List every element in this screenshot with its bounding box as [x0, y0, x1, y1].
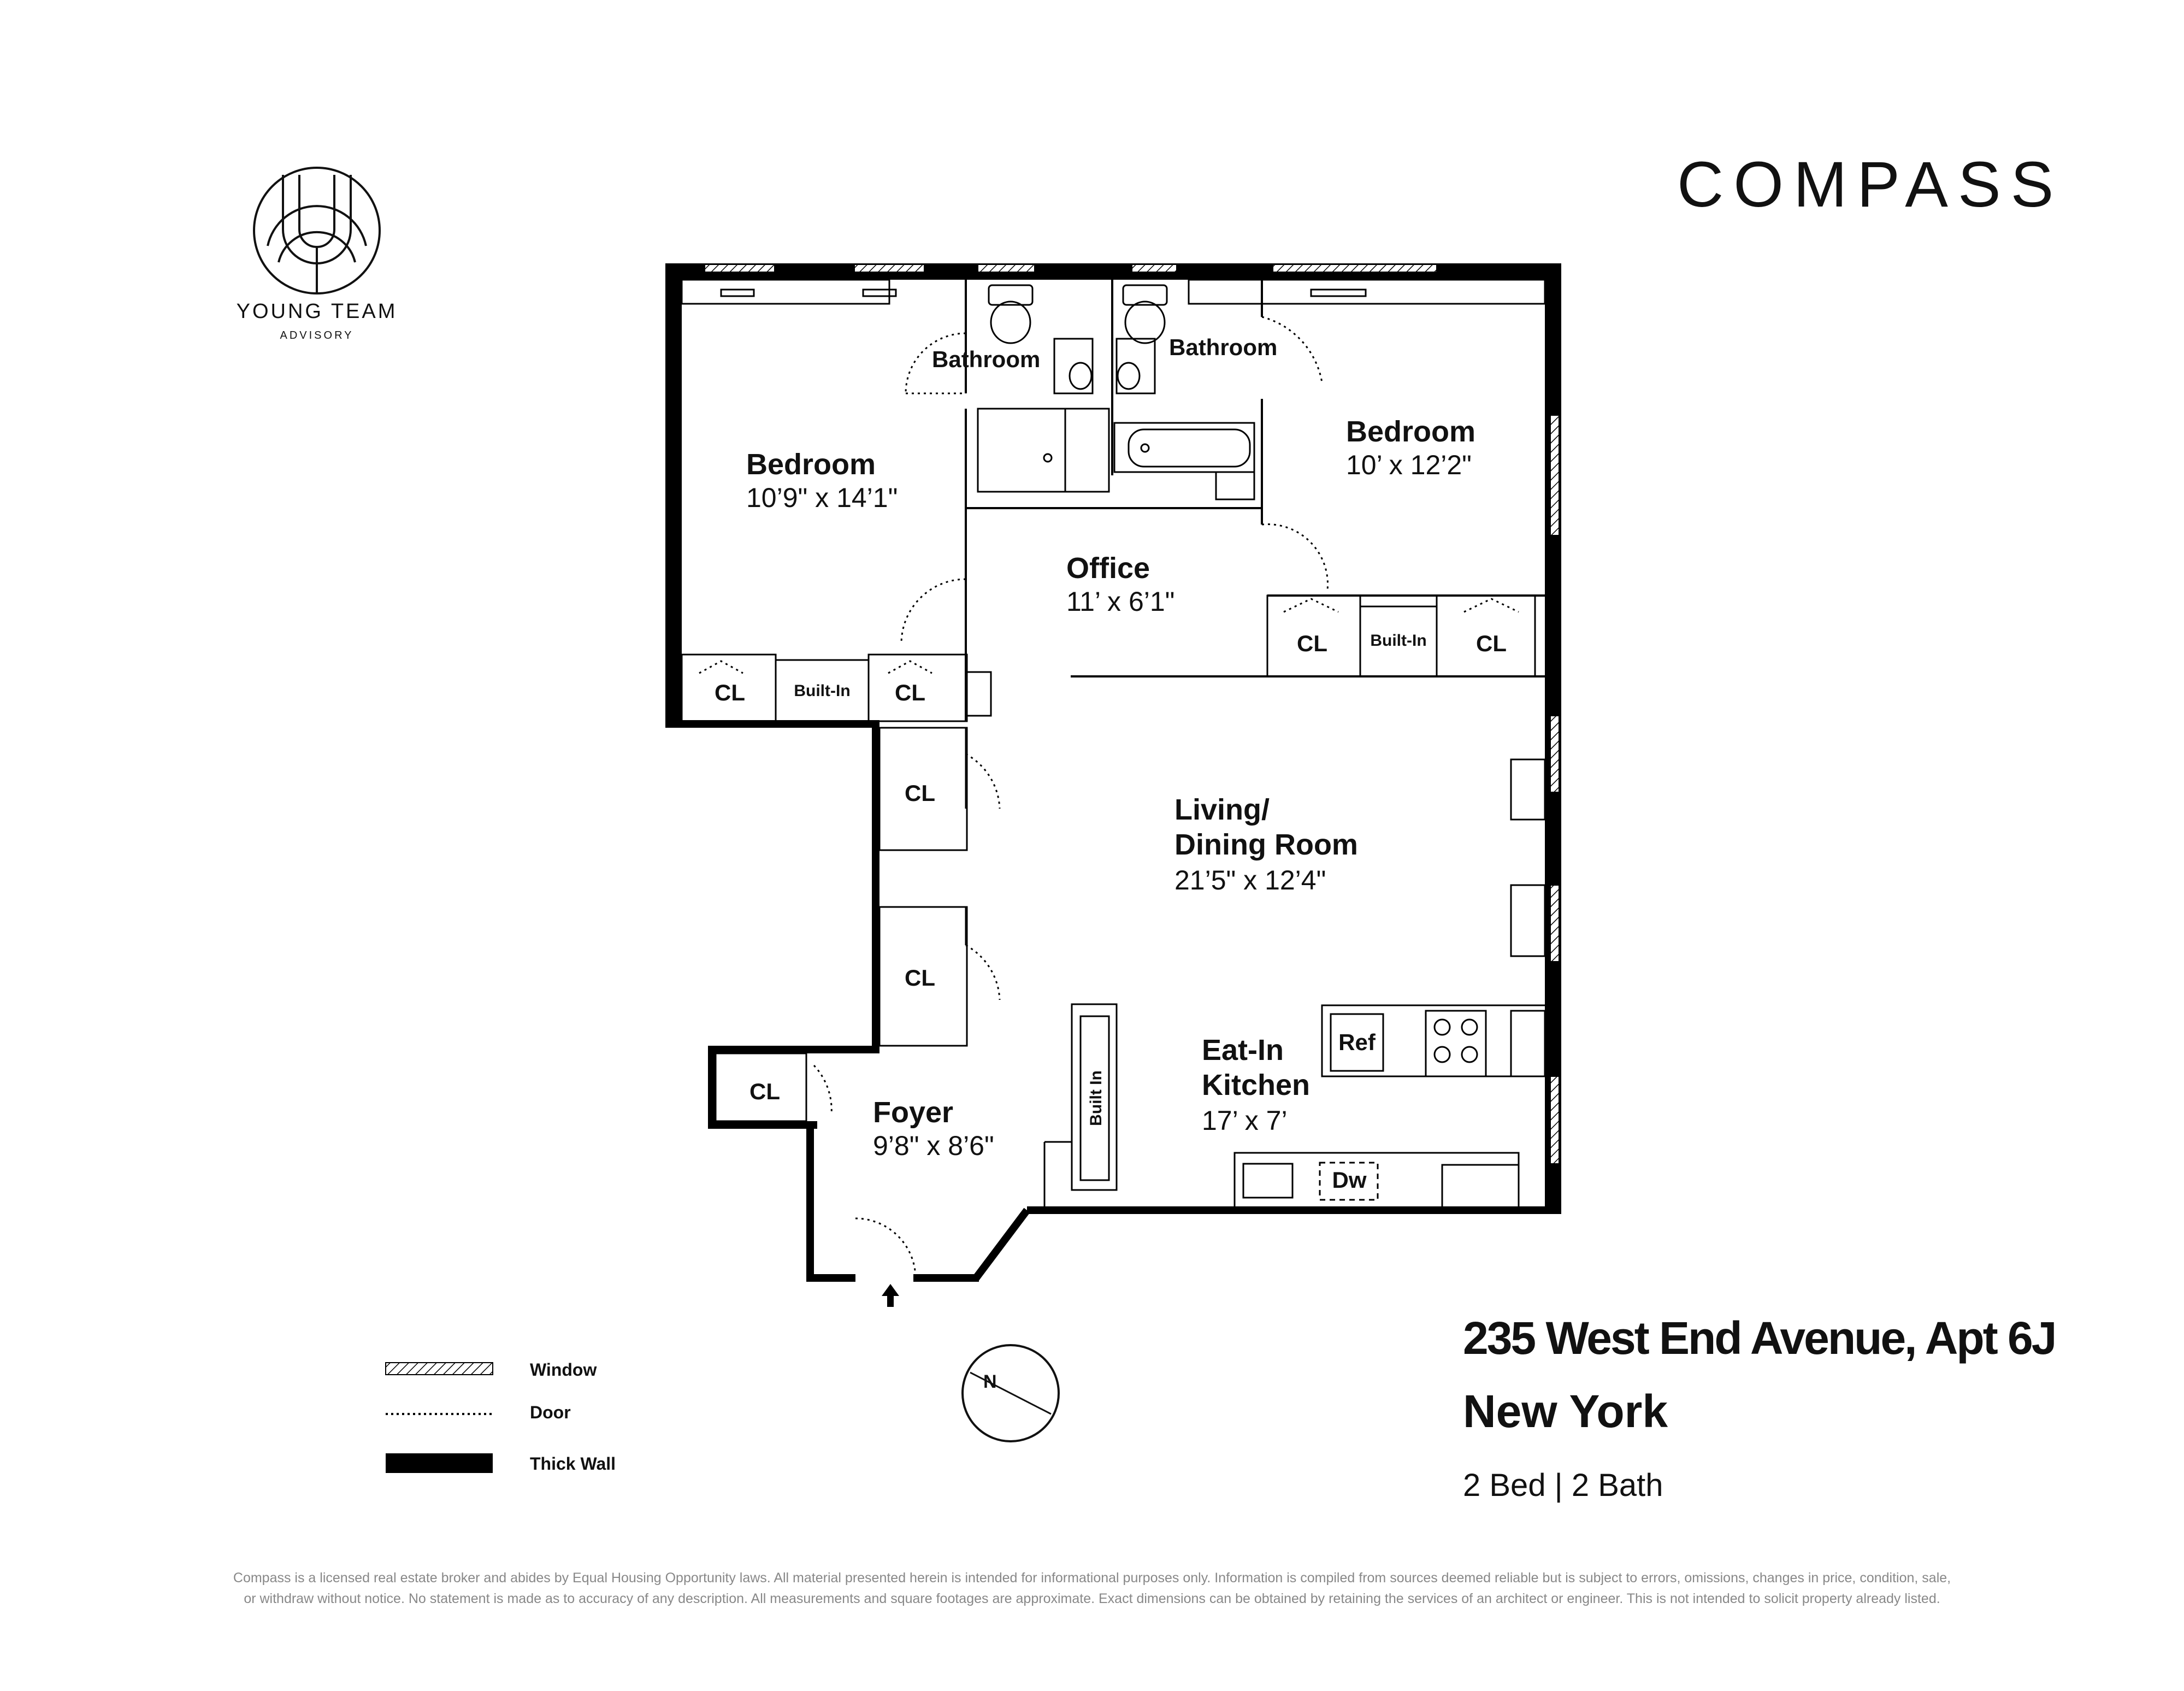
living-name-line2: Dining Room — [1174, 828, 1358, 861]
room-labels: Bedroom 10’9" x 14’1" Bedroom 10’ x 12’2… — [746, 334, 1475, 1161]
legend-door-label: Door — [530, 1403, 571, 1422]
foyer-name: Foyer — [873, 1096, 953, 1129]
legend-wall-swatch — [386, 1453, 493, 1473]
disclaimer-line2: or withdraw without notice. No statement… — [244, 1591, 1940, 1606]
closet-label: CL — [749, 1079, 780, 1104]
office-name: Office — [1066, 552, 1150, 585]
kitchen-dims: 17’ x 7’ — [1202, 1105, 1288, 1136]
living-name-line1: Living/ — [1174, 793, 1270, 826]
bedroom-left-dims: 10’9" x 14’1" — [746, 482, 898, 513]
bedroom-left-name: Bedroom — [746, 448, 876, 481]
closet-label: CL — [1297, 631, 1327, 656]
dishwasher-label: Dw — [1332, 1167, 1367, 1193]
young-team-logo: YOUNG TEAM ADVISORY — [237, 167, 398, 341]
listing-summary: 2 Bed | 2 Bath — [1463, 1468, 1663, 1503]
listing-city: New York — [1463, 1386, 1668, 1437]
listing-address: 235 West End Avenue, Apt 6J — [1463, 1312, 2055, 1364]
windows — [704, 264, 1560, 1164]
closet-label: CL — [715, 680, 745, 705]
team-logo-name: YOUNG TEAM — [237, 300, 398, 323]
svg-text:N: N — [983, 1371, 997, 1392]
closet-label: CL — [895, 680, 925, 705]
bathroom-left-name: Bathroom — [932, 346, 1040, 372]
legend: Window Door Thick Wall — [385, 1360, 616, 1474]
team-logo-subtitle: ADVISORY — [280, 329, 354, 341]
living-dims: 21’5" x 12’4" — [1174, 865, 1326, 895]
closet-label: CL — [905, 965, 935, 991]
entry-arrow-icon — [882, 1284, 899, 1307]
built-in-vertical-label: Built In — [1087, 1070, 1105, 1126]
legend-thick-wall-label: Thick Wall — [530, 1454, 616, 1474]
disclaimer-line1: Compass is a licensed real estate broker… — [233, 1570, 1951, 1586]
kitchen-name-line2: Kitchen — [1202, 1069, 1310, 1101]
built-in-label: Built-In — [1370, 632, 1426, 650]
compass-logo: COMPASS — [1677, 149, 2063, 221]
closet-label: CL — [905, 780, 935, 806]
fixture-labels: CL Built-In CL CL Built-In CL CL CL CL B… — [715, 631, 1507, 1193]
legend-window-swatch — [385, 1362, 493, 1375]
listing-info: 235 West End Avenue, Apt 6J New York 2 B… — [1463, 1312, 2057, 1503]
foyer-dims: 9’8" x 8’6" — [873, 1130, 994, 1161]
office-dims: 11’ x 6’1" — [1066, 586, 1174, 617]
bedroom-right-dims: 10’ x 12’2" — [1346, 450, 1472, 480]
interior-walls — [681, 279, 1547, 1210]
refrigerator-label: Ref — [1338, 1029, 1376, 1055]
closet-label: CL — [1476, 631, 1507, 656]
north-compass-icon: N — [961, 1344, 1060, 1442]
door-swings — [699, 316, 1519, 1279]
built-in-label: Built-In — [794, 682, 850, 700]
kitchen-name-line1: Eat-In — [1202, 1034, 1284, 1067]
legend-window-label: Window — [530, 1360, 597, 1380]
bathroom-right-name: Bathroom — [1169, 334, 1277, 360]
bedroom-right-name: Bedroom — [1346, 415, 1475, 448]
